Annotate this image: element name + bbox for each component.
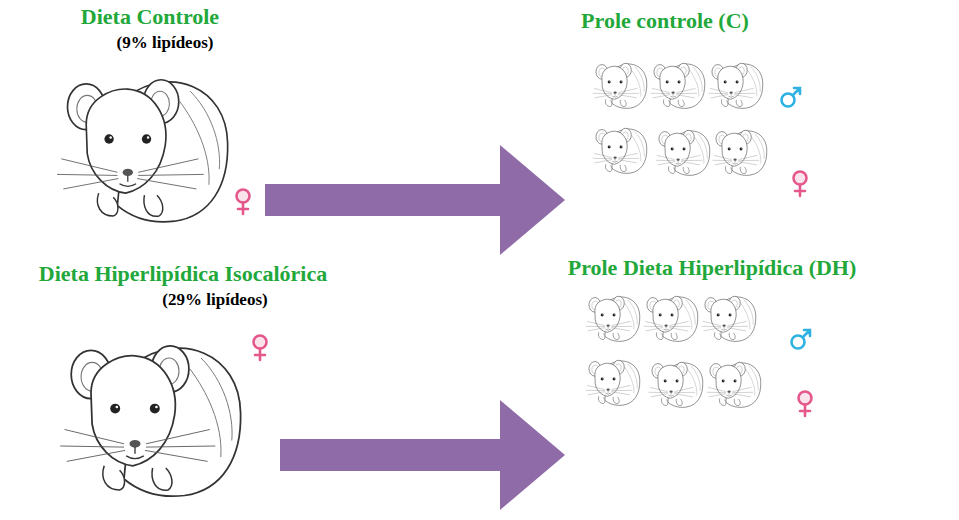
rat-illustration [60, 346, 240, 496]
offspring-group [593, 63, 767, 175]
diagram-node: Prole controle (C) [565, 50, 820, 220]
rat-illustration [586, 360, 640, 405]
female-symbol [799, 392, 812, 417]
rat-illustration [713, 130, 767, 175]
rat-illustration [707, 362, 761, 407]
rat-illustration [57, 80, 228, 222]
female-symbol [237, 190, 250, 215]
female-symbol [794, 172, 807, 197]
rat-illustration [586, 296, 640, 341]
rat-illustration [593, 63, 647, 108]
rat-illustration [709, 63, 763, 108]
node-heading: Prole controle (C) [581, 8, 749, 33]
rat-illustration [656, 130, 710, 175]
male-symbol [782, 88, 801, 107]
diagram-node: Dieta Controle(9% lipídeos) [40, 60, 265, 225]
rat-illustration [649, 362, 703, 407]
offspring-group [586, 296, 761, 407]
node-heading: Dieta Controle [81, 4, 219, 29]
male-symbol [792, 330, 811, 349]
rat-illustration [644, 296, 698, 341]
rat-illustration [651, 63, 705, 108]
node-subheading: (29% lipídeos) [162, 290, 267, 310]
node-heading: Dieta Hiperlipídica Isocalórica [39, 261, 327, 286]
female-symbol [254, 336, 267, 361]
block-arrow [265, 145, 565, 255]
rat-illustration [593, 128, 647, 173]
diagram-node: Dieta Hiperlipídica Isocalórica(29% lipí… [40, 320, 280, 510]
block-arrow [280, 400, 565, 510]
node-heading: Prole Dieta Hiperlipídica (DH) [568, 255, 857, 280]
node-subheading: (9% lipídeos) [117, 33, 214, 53]
diagram-node: Prole Dieta Hiperlipídica (DH) [565, 285, 820, 480]
rat-illustration [702, 296, 756, 341]
